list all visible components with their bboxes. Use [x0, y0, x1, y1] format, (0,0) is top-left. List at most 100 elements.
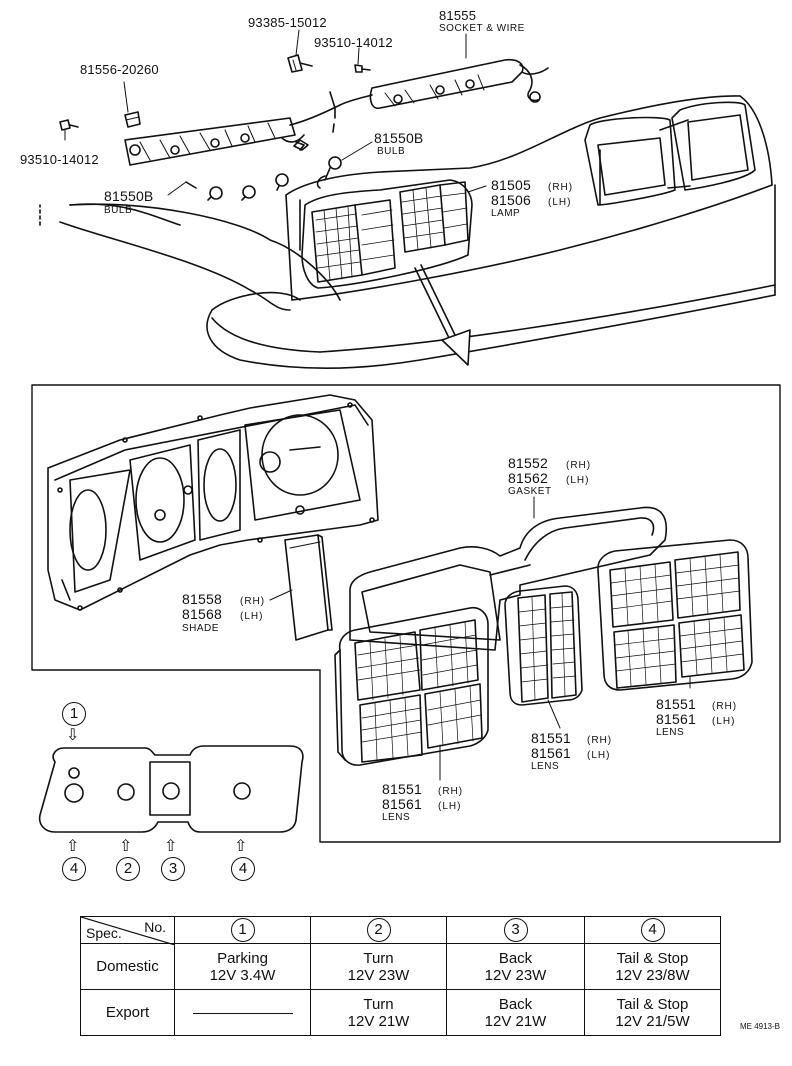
screw-a-part-number: 93385-15012	[248, 15, 327, 30]
lamp-part-name: LAMP	[491, 208, 521, 219]
lens-right-lh-side: (LH)	[712, 716, 736, 727]
license-light-housing	[584, 101, 756, 206]
lens-left-rh-part-number: 81551	[382, 781, 422, 797]
bulb-upper-part-name: BULB	[377, 146, 406, 157]
table-corner-cell: No. Spec.	[80, 916, 175, 945]
gasket-rh-part-number: 81552	[508, 455, 548, 471]
cell-line-2: 12V 23W	[484, 966, 547, 984]
position-marker-bottom: 4	[231, 857, 255, 881]
bulb-position-key	[38, 745, 304, 833]
cell-line-1: Tail & Stop	[616, 995, 689, 1013]
column-number: 4	[640, 918, 665, 942]
column-header: 2	[310, 916, 447, 944]
lens-left-part-name: LENS	[382, 812, 411, 823]
lens-right-rh-side: (RH)	[712, 701, 738, 712]
down-arrow-icon: ⇩	[66, 727, 80, 744]
row-label: Domestic	[80, 943, 175, 990]
lens-middle-part-name: LENS	[531, 761, 560, 772]
gasket	[349, 506, 667, 651]
lamp-rh-side: (RH)	[548, 182, 574, 193]
diagonal-divider	[81, 917, 175, 945]
gasket-lh-part-number: 81562	[508, 470, 548, 486]
bulb-upper-part-number: 81550B	[374, 130, 424, 146]
up-arrow-icon: ⇧	[66, 838, 80, 855]
lens-left	[334, 606, 489, 766]
cell-line-1: Tail & Stop	[616, 949, 689, 967]
screw-c-part-number: 93510-14012	[20, 152, 99, 167]
drawing-code: ME 4913-B	[739, 1022, 780, 1031]
lens-right-rh-part-number: 81551	[656, 696, 696, 712]
cell-line-1: Turn	[363, 949, 394, 967]
column-number: 1	[230, 918, 255, 942]
shade-rh-part-number: 81558	[182, 591, 222, 607]
shade-lh-part-number: 81568	[182, 606, 222, 622]
bulb-lower-part-name: BULB	[104, 205, 133, 216]
position-marker-top: 1	[62, 702, 86, 726]
up-arrow-icon: ⇧	[164, 838, 178, 855]
fasteners-and-bulbs	[59, 54, 371, 201]
lens-right	[597, 539, 753, 691]
clip-part-number: 81556-20260	[80, 62, 159, 77]
lens-middle-rh-side: (RH)	[587, 735, 613, 746]
lamp-rh-part-number: 81505	[491, 177, 531, 193]
position-marker-bottom: 3	[161, 857, 185, 881]
cell-line-2: 12V 21/5W	[615, 1012, 690, 1030]
lens-left-rh-side: (RH)	[438, 786, 464, 797]
table-cell-empty	[174, 989, 311, 1036]
detail-frame	[31, 384, 781, 843]
lens-right-part-name: LENS	[656, 727, 685, 738]
cell-line-2: 12V 21W	[484, 1012, 547, 1030]
lamp-lh-part-number: 81506	[491, 192, 531, 208]
column-header: 1	[174, 916, 311, 944]
header-no-label: No.	[144, 919, 166, 935]
up-arrow-icon: ⇧	[119, 838, 133, 855]
lens-left-lh-side: (LH)	[438, 801, 462, 812]
lamp-lh-side: (LH)	[548, 197, 572, 208]
up-arrow-icon: ⇧	[234, 838, 248, 855]
row-label: Export	[80, 989, 175, 1036]
cell-line-2: 12V 23/8W	[615, 966, 690, 984]
leader-lines-detail	[269, 496, 691, 781]
header-spec-label: Spec.	[86, 925, 122, 941]
gasket-part-name: GASKET	[508, 486, 552, 497]
lens-left-lh-part-number: 81561	[382, 796, 422, 812]
bulb-lower-part-number: 81550B	[104, 188, 154, 204]
shade-lh-side: (LH)	[240, 611, 264, 622]
gasket-lh-side: (LH)	[566, 475, 590, 486]
socket-wire-part-number: 81555	[439, 8, 477, 23]
shade	[284, 534, 333, 641]
shade-rh-side: (RH)	[240, 596, 266, 607]
gasket-rh-side: (RH)	[566, 460, 592, 471]
lens-middle	[504, 585, 583, 706]
shade-part-name: SHADE	[182, 623, 219, 634]
position-marker-bottom: 2	[116, 857, 140, 881]
screw-b-part-number: 93510-14012	[314, 35, 393, 50]
lens-middle-rh-part-number: 81551	[531, 730, 571, 746]
tail-lamp-on-car	[299, 179, 473, 289]
lamp-housing	[47, 394, 379, 611]
cell-line-2: 12V 3.4W	[209, 966, 276, 984]
column-header: 3	[446, 916, 585, 944]
cell-line-1: Back	[498, 995, 533, 1013]
column-header: 4	[584, 916, 721, 944]
car-rear-body	[39, 95, 776, 370]
cell-line-1: Turn	[363, 995, 394, 1013]
lens-middle-lh-part-number: 81561	[531, 745, 571, 761]
detail-arrow	[414, 264, 471, 366]
column-number: 3	[503, 918, 528, 942]
not-applicable-dash	[192, 1012, 293, 1014]
leader-lines-top	[64, 29, 487, 196]
lens-right-lh-part-number: 81561	[656, 711, 696, 727]
lens-middle-lh-side: (LH)	[587, 750, 611, 761]
cell-line-1: Back	[498, 949, 533, 967]
column-number: 2	[366, 918, 391, 942]
